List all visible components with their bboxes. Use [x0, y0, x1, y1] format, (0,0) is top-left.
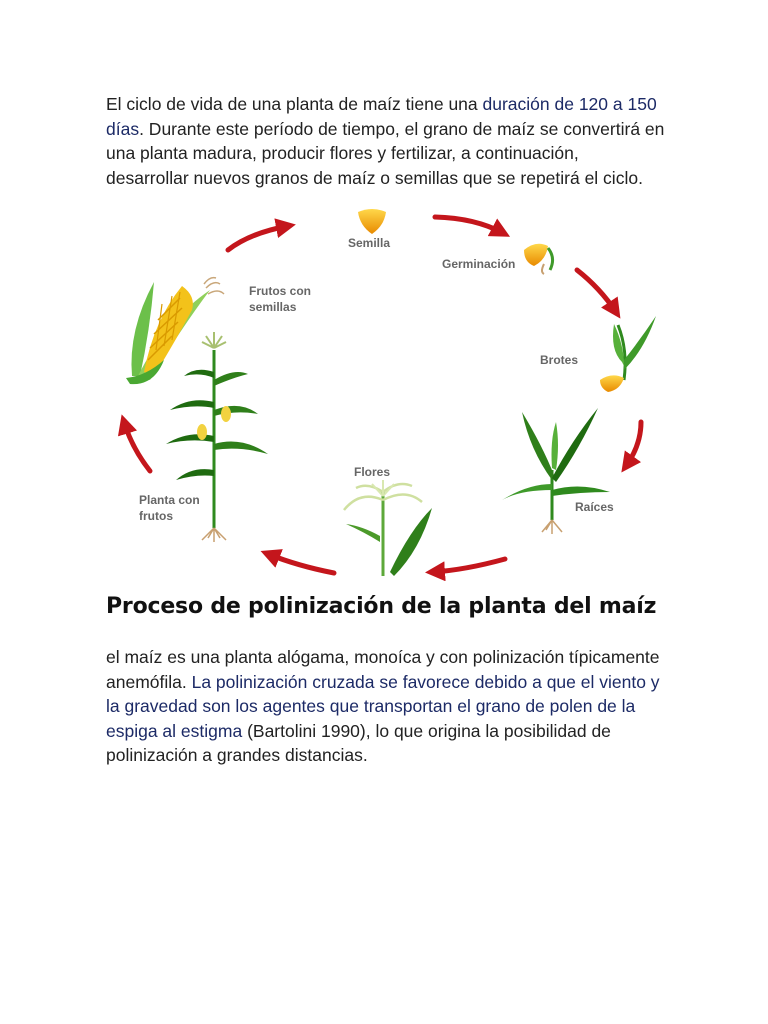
- arrow-raices-flores: [425, 556, 508, 582]
- intro-paragraph: El ciclo de vida de una planta de maíz t…: [106, 92, 666, 190]
- arrow-frutos-semilla: [225, 218, 296, 253]
- label-raices: Raíces: [575, 500, 614, 514]
- label-frutos-semillas-line2: semillas: [249, 300, 297, 314]
- cycle-arrows: [117, 214, 644, 582]
- label-flores: Flores: [354, 465, 390, 479]
- young-corn-plant-icon: [502, 408, 610, 534]
- pollination-paragraph: el maíz es una planta alógama, monoíca y…: [106, 645, 666, 768]
- mature-corn-plant-icon: [166, 332, 268, 542]
- intro-text-start: El ciclo de vida de una planta de maíz t…: [106, 94, 483, 114]
- label-planta-frutos-line1: Planta con: [139, 493, 200, 507]
- label-planta-frutos-line2: frutos: [139, 509, 173, 523]
- germinating-seed-icon: [524, 243, 555, 275]
- sprout-icon: [600, 316, 656, 392]
- label-semilla: Semilla: [348, 236, 390, 250]
- pollination-highlight: La polinización cruzada se favorece debi…: [106, 671, 660, 741]
- label-brotes: Brotes: [540, 353, 578, 367]
- corn-cob-icon: [126, 276, 225, 385]
- arrow-semilla-germinacion: [432, 214, 511, 237]
- intro-highlight: duración de 120 a 150 días: [106, 94, 657, 139]
- corn-life-cycle-diagram: Semilla Germinación Brotes Raíces Flores: [117, 209, 656, 582]
- label-germinacion: Germinación: [442, 257, 515, 271]
- corn-flower-icon: [343, 480, 432, 576]
- pollination-text-start: el maíz es una planta alógama, monoíca y…: [106, 647, 660, 692]
- arrow-brotes-raices: [621, 419, 644, 473]
- pollination-text-end: (Bartolini 1990), lo que origina la posi…: [106, 720, 611, 766]
- arrow-planta-frutos: [117, 414, 153, 474]
- section-heading: Proceso de polinización de la planta del…: [106, 594, 657, 619]
- arrow-flores-planta: [260, 549, 337, 576]
- intro-text-end: . Durante este período de tiempo, el gra…: [106, 118, 665, 188]
- seed-icon: [358, 209, 386, 234]
- label-frutos-semillas-line1: Frutos con: [249, 284, 311, 298]
- arrow-germinacion-brotes: [574, 267, 621, 319]
